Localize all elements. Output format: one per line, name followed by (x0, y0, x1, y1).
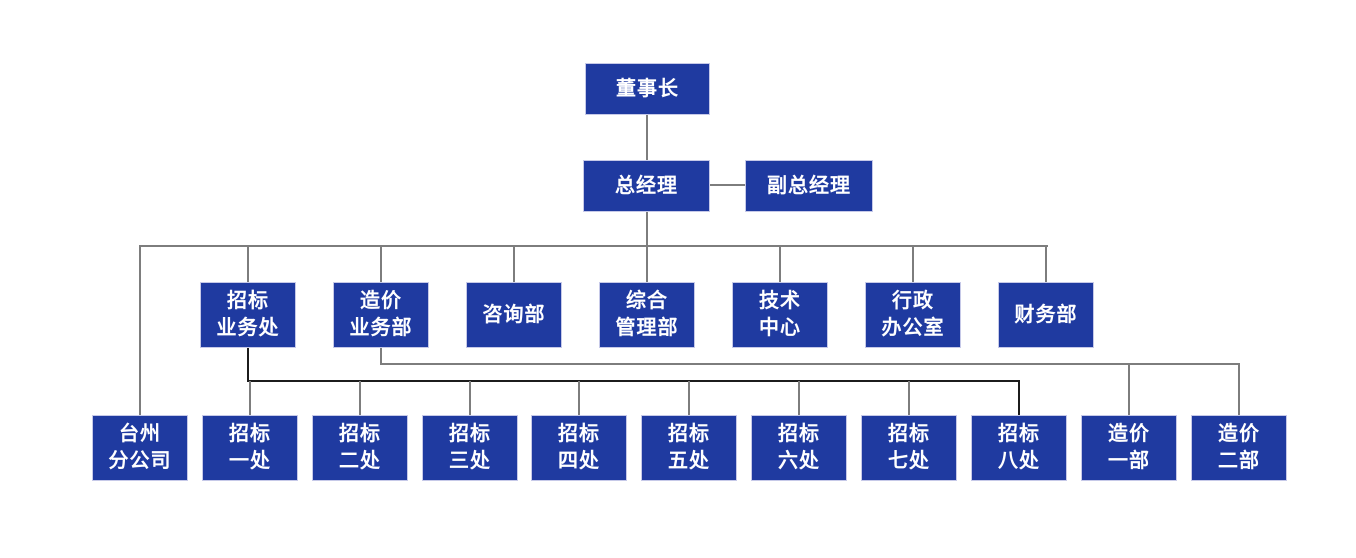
node-bidding-office-6: 招标 六处 (751, 415, 847, 481)
node-bidding-office-5-label: 招标 五处 (668, 423, 710, 472)
node-bidding-office-4-label: 招标 四处 (558, 423, 600, 472)
node-bidding-office-7: 招标 七处 (861, 415, 957, 481)
node-cost-dept-1: 造价 一部 (1081, 415, 1177, 481)
connector-drop-bidding-office-5 (688, 381, 690, 415)
node-bidding-office-5: 招标 五处 (641, 415, 737, 481)
node-deputy-general-manager: 副总经理 (745, 160, 873, 212)
node-general-management-dept-label: 综合 管理部 (615, 290, 679, 339)
connector-drop-bidding-office-6 (798, 381, 800, 415)
connector-drop-admin-office (912, 245, 914, 283)
connector-cost-bus (380, 363, 1240, 365)
connector-drop-bidding-office-7 (908, 381, 910, 415)
connector-drop-cost-business-dept (380, 245, 382, 283)
connector-drop-cost-dept-2 (1238, 363, 1240, 415)
connector-drop-technology-center (779, 245, 781, 283)
connector-gm-to-bus (646, 212, 648, 246)
connector-drop-bidding-business-office (247, 245, 249, 283)
node-admin-office: 行政 办公室 (865, 282, 961, 348)
node-bidding-office-1: 招标 一处 (202, 415, 298, 481)
connector-cost-stem (380, 348, 382, 365)
connector-drop-taizhou-branch (139, 245, 141, 415)
node-general-manager-label: 总经理 (615, 174, 678, 197)
node-bidding-office-2-label: 招标 二处 (339, 423, 381, 472)
node-bidding-business-office: 招标 业务处 (200, 282, 296, 348)
node-chairman: 董事长 (585, 63, 710, 115)
connector-gm-to-deputy (710, 184, 745, 186)
connector-drop-finance-dept (1045, 245, 1047, 283)
node-cost-business-dept: 造价 业务部 (333, 282, 429, 348)
connector-drop-bidding-office-8 (1018, 380, 1020, 415)
connector-chairman-to-gm (646, 115, 648, 160)
node-bidding-office-8-label: 招标 八处 (998, 423, 1040, 472)
node-general-manager: 总经理 (583, 160, 710, 212)
connector-drop-cost-dept-1 (1128, 363, 1130, 415)
node-deputy-general-manager-label: 副总经理 (767, 174, 851, 197)
node-technology-center-label: 技术 中心 (759, 290, 801, 339)
node-cost-dept-1-label: 造价 一部 (1108, 423, 1150, 472)
connector-drop-consulting-dept (513, 245, 515, 283)
node-finance-dept-label: 财务部 (1014, 303, 1078, 326)
connector-bidding-stem (247, 348, 249, 382)
node-bidding-office-3: 招标 三处 (422, 415, 518, 481)
node-bidding-office-6-label: 招标 六处 (778, 423, 820, 472)
node-bidding-office-8: 招标 八处 (971, 415, 1067, 481)
connector-drop-bidding-office-2 (359, 381, 361, 415)
node-taizhou-branch-label: 台州 分公司 (108, 423, 172, 472)
node-finance-dept: 财务部 (998, 282, 1094, 348)
node-bidding-business-office-label: 招标 业务处 (216, 290, 280, 339)
connector-bidding-bus (247, 380, 1020, 382)
connector-drop-bidding-office-4 (578, 381, 580, 415)
node-cost-dept-2: 造价 二部 (1191, 415, 1287, 481)
node-chairman-label: 董事长 (616, 77, 679, 100)
node-consulting-dept-label: 咨询部 (482, 303, 546, 326)
connector-drop-bidding-office-3 (469, 381, 471, 415)
node-technology-center: 技术 中心 (732, 282, 828, 348)
node-bidding-office-4: 招标 四处 (531, 415, 627, 481)
node-general-management-dept: 综合 管理部 (599, 282, 695, 348)
node-taizhou-branch: 台州 分公司 (92, 415, 188, 481)
connector-drop-bidding-office-1 (249, 381, 251, 415)
node-admin-office-label: 行政 办公室 (881, 290, 945, 339)
connector-main-bus (139, 245, 1048, 247)
connector-drop-general-management-dept (646, 245, 648, 283)
node-consulting-dept: 咨询部 (466, 282, 562, 348)
node-bidding-office-2: 招标 二处 (312, 415, 408, 481)
node-bidding-office-3-label: 招标 三处 (449, 423, 491, 472)
node-bidding-office-1-label: 招标 一处 (229, 423, 271, 472)
node-cost-dept-2-label: 造价 二部 (1218, 423, 1260, 472)
node-cost-business-dept-label: 造价 业务部 (349, 290, 413, 339)
node-bidding-office-7-label: 招标 七处 (888, 423, 930, 472)
